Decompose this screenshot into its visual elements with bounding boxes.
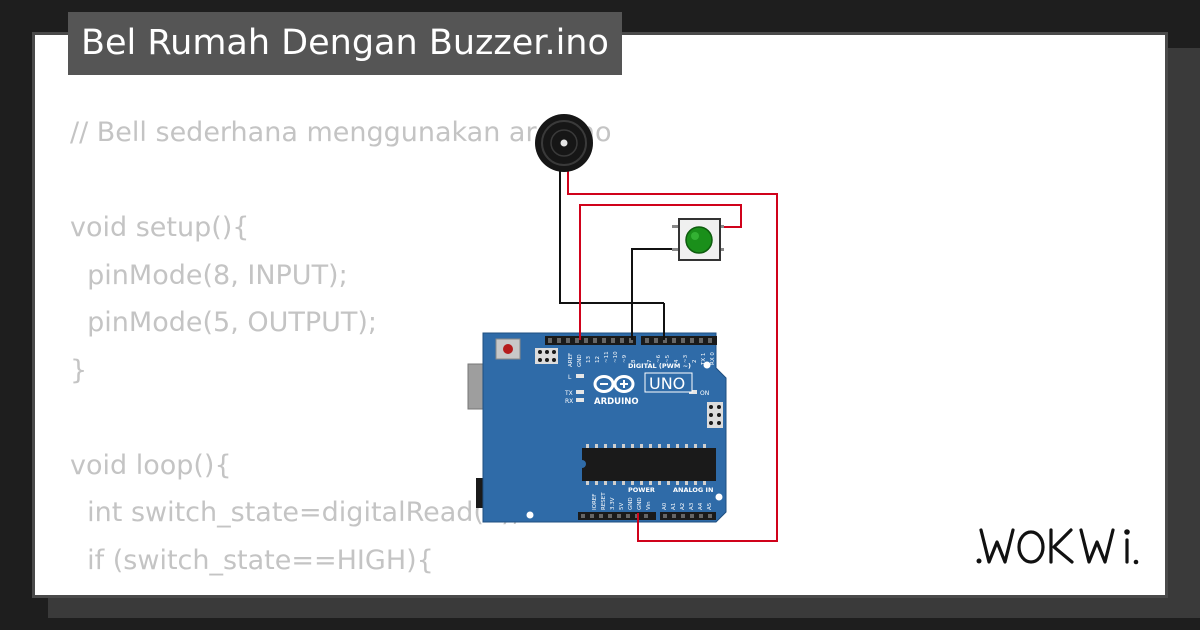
arduino-logo-icon bbox=[593, 375, 635, 393]
pin-label: A5 bbox=[707, 502, 713, 510]
pin-label: RESET bbox=[601, 492, 607, 510]
pin-label: ~5 bbox=[665, 354, 671, 363]
pin-label: A1 bbox=[671, 503, 677, 510]
wokwi-logo bbox=[976, 528, 1139, 565]
led-label-l: L bbox=[568, 374, 572, 381]
buzzer-hole bbox=[560, 139, 568, 147]
digital-header-pins bbox=[548, 338, 712, 343]
code-line: void setup(){ bbox=[70, 212, 250, 243]
pin-label: A0 bbox=[662, 502, 668, 510]
analog-header bbox=[660, 512, 716, 520]
led-on bbox=[689, 390, 697, 394]
chip-pins bbox=[586, 444, 706, 485]
code-line: digitalWrite(5, HIGH); bbox=[70, 584, 611, 595]
code-line: pinMode(5, OUTPUT); bbox=[70, 307, 378, 338]
pin-label: 12 bbox=[595, 356, 601, 363]
digital-header-right bbox=[641, 336, 717, 345]
analog-pin-labels: A0 A1 A2 A3 A4 A5 bbox=[662, 502, 713, 510]
analog-label: ANALOG IN bbox=[673, 486, 713, 494]
wire-terminals bbox=[579, 300, 665, 541]
mounting-hole bbox=[526, 511, 534, 519]
power-label: POWER bbox=[628, 486, 655, 494]
code-line: pinMode(8, INPUT); bbox=[70, 259, 348, 291]
code-line: if (switch_state==HIGH){ bbox=[70, 544, 434, 576]
led-tx bbox=[576, 390, 584, 394]
uno-model-text: UNO bbox=[649, 374, 685, 393]
pin-label: RX 0 bbox=[710, 352, 716, 365]
pin-label: 5V bbox=[619, 503, 625, 510]
pin-label: A3 bbox=[689, 502, 695, 510]
button-leg bbox=[672, 248, 680, 251]
wire-button-pin8 bbox=[631, 248, 672, 338]
bottom-header-pins bbox=[581, 514, 712, 518]
pin-label: Vin bbox=[646, 501, 652, 510]
mounting-hole bbox=[715, 493, 723, 501]
pin-label: 8 bbox=[631, 359, 637, 363]
reset-button-cap bbox=[503, 344, 513, 354]
arduino-uno-board[interactable]: AREF GND 13 12 ~11 ~10 ~9 8 7 ~6 ~5 4 ~3… bbox=[467, 332, 727, 523]
arduino-brand-text: ARDUINO bbox=[594, 397, 639, 407]
pin-label: 7 bbox=[647, 359, 653, 363]
code-line: } bbox=[70, 354, 88, 386]
button-cap bbox=[685, 226, 713, 254]
project-card[interactable]: // Bell sederhana menggunakan arduino vo… bbox=[32, 32, 1168, 598]
led-label-tx: TX bbox=[564, 390, 573, 397]
pin-label: ~6 bbox=[656, 354, 662, 363]
pin-label: GND bbox=[628, 497, 634, 510]
pin-label: ~10 bbox=[613, 351, 619, 363]
pin-label: ~11 bbox=[604, 351, 610, 363]
digital-header-label: DIGITAL (PWM ~) bbox=[628, 362, 691, 370]
mounting-hole bbox=[703, 361, 711, 369]
icsp-header-top bbox=[535, 348, 558, 364]
code-preview: // Bell sederhana menggunakan arduino vo… bbox=[70, 109, 612, 595]
wire-button-pin13 bbox=[579, 204, 742, 338]
button-highlight bbox=[691, 232, 699, 240]
status-leds: L TX RX ON bbox=[564, 374, 709, 405]
pin-label: IOREF bbox=[592, 494, 598, 510]
pin-label: GND bbox=[577, 354, 583, 367]
code-line: int switch_state=digitalRead(8); bbox=[70, 497, 521, 528]
pin-label: A2 bbox=[680, 503, 686, 510]
pin-label: 4 bbox=[674, 359, 680, 363]
pin-label: GND bbox=[637, 497, 643, 510]
led-label-rx: RX bbox=[565, 398, 573, 405]
led-rx bbox=[576, 398, 584, 402]
code-line: void loop(){ bbox=[70, 449, 232, 481]
led-label-on: ON bbox=[700, 390, 709, 397]
code-line: // Bell sederhana menggunakan arduino bbox=[70, 117, 612, 148]
buzzer-ring-inner bbox=[550, 129, 578, 157]
top-pin-labels: AREF GND 13 12 ~11 ~10 ~9 8 7 ~6 ~5 4 ~3… bbox=[568, 351, 716, 367]
pin-label: TX 1 bbox=[701, 353, 707, 366]
atmega-chip bbox=[582, 448, 716, 481]
icsp-header-right bbox=[707, 402, 723, 428]
pin-label: ~3 bbox=[683, 354, 689, 363]
pin-label: 2 bbox=[692, 360, 698, 364]
digital-header-left bbox=[545, 336, 636, 345]
power-pin-labels: IOREF RESET 3.3V 5V GND GND Vin bbox=[592, 492, 652, 510]
project-title: Bel Rumah Dengan Buzzer.ino bbox=[68, 12, 622, 75]
buzzer[interactable] bbox=[535, 114, 593, 172]
buzzer-ring-outer bbox=[541, 120, 587, 166]
wire-buzzer-gnd bbox=[559, 168, 664, 304]
button-leg bbox=[672, 225, 680, 228]
uno-badge bbox=[644, 372, 693, 393]
pushbutton[interactable] bbox=[672, 218, 724, 261]
chip-notch bbox=[582, 460, 586, 468]
pin-label: 13 bbox=[586, 356, 592, 363]
pin-label: 3.3V bbox=[610, 497, 616, 510]
led-l bbox=[576, 374, 584, 378]
pin-label: ~9 bbox=[622, 354, 628, 363]
pin-label: AREF bbox=[568, 353, 574, 367]
pin-label: A4 bbox=[698, 502, 704, 510]
